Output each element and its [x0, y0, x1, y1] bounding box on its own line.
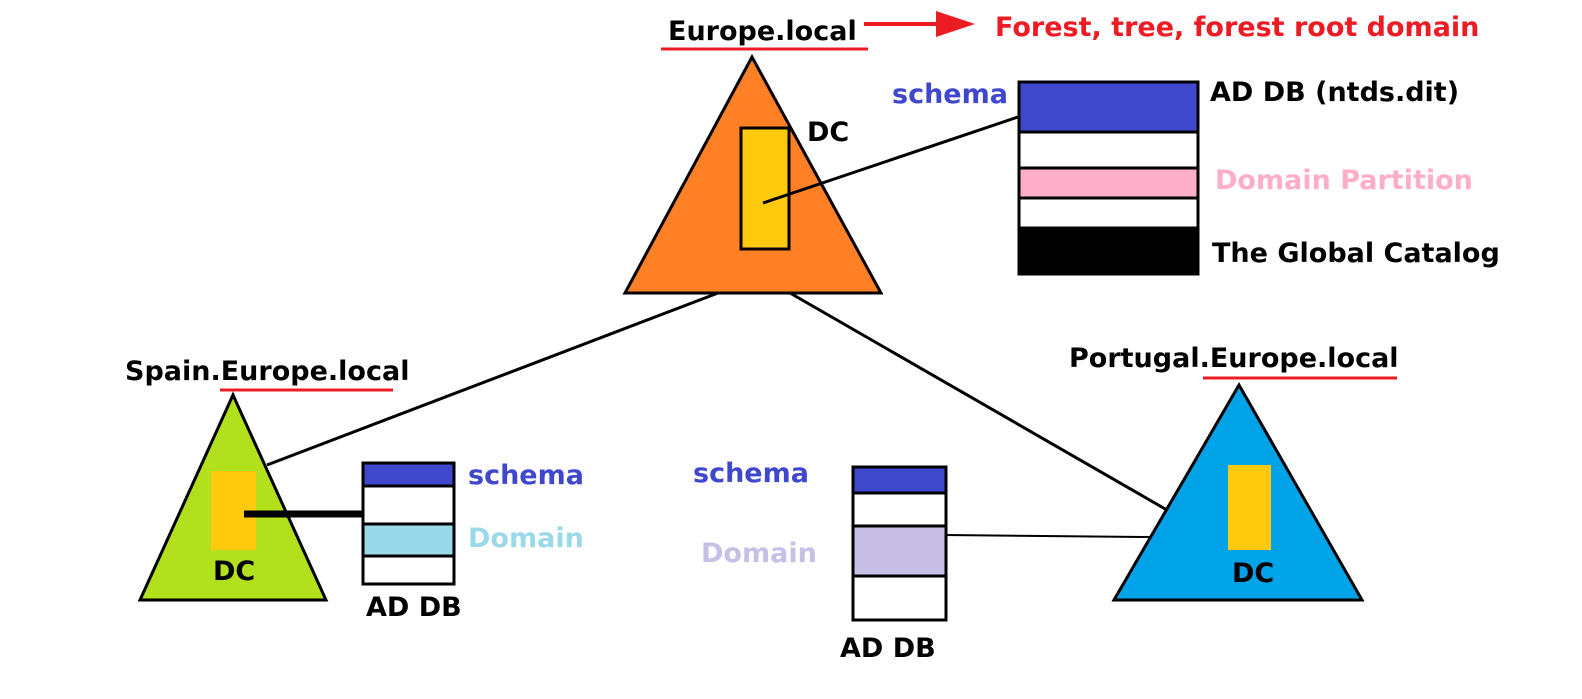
root-db-gc-label: The Global Catalog [1212, 238, 1500, 269]
root-db-global-catalog [1017, 226, 1200, 276]
link-root-portugal [789, 291, 1168, 512]
portugal-db-row [851, 491, 948, 528]
portugal-domain-name: Portugal.Europe.local [1069, 343, 1399, 374]
root-db-schema-label: schema [892, 79, 1008, 110]
portugal-dc-to-db-link [944, 534, 1151, 538]
spain-db-domain-partition [361, 522, 456, 558]
annotation-arrow-icon [936, 11, 975, 37]
root-domain-name: Europe.local [668, 16, 857, 47]
spain-domain-name: Spain.Europe.local [125, 356, 409, 387]
spain-db-row [361, 484, 456, 526]
portugal-db-row [851, 574, 948, 622]
root-dc-label: DC [807, 117, 849, 148]
portugal-dc-box [1228, 465, 1271, 550]
spain-dc-label: DC [213, 556, 255, 587]
spain-db-domain-label: Domain [468, 523, 584, 554]
root-db-title: AD DB (ntds.dit) [1210, 77, 1459, 108]
root-dc-box [739, 126, 791, 251]
portugal-db-domain-label: Domain [701, 538, 817, 569]
spain-db-schema-label: schema [468, 460, 584, 491]
root-db-domain-partition [1017, 166, 1200, 200]
link-root-spain [266, 291, 719, 467]
spain-db-schema-partition [361, 461, 456, 488]
root-db-row [1017, 130, 1200, 170]
root-dc-to-db-link [762, 115, 1019, 205]
portugal-db-schema-label: schema [693, 458, 809, 489]
portugal-db-domain-partition [851, 524, 948, 578]
portugal-db-schema-partition [851, 465, 948, 495]
root-db-row [1017, 196, 1200, 230]
root-db-schema-partition [1017, 80, 1200, 134]
portugal-db-title: AD DB [840, 633, 936, 664]
portugal-dc-label: DC [1232, 558, 1274, 589]
spain-db-title: AD DB [366, 592, 462, 623]
root-db-domain-label: Domain Partition [1215, 165, 1473, 196]
root-annotation: Forest, tree, forest root domain [995, 12, 1479, 43]
spain-db-row [361, 554, 456, 586]
